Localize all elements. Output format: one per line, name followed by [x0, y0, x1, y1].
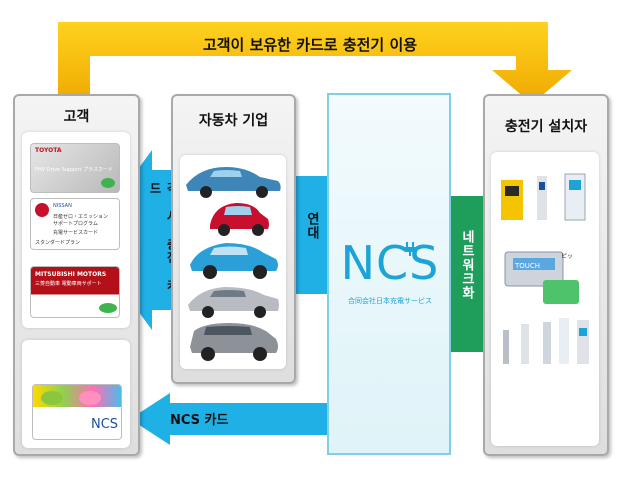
mitsubishi-card: MITSUBISHI MOTORS 三菱自動車 電動車両サポート 充電カード: [30, 266, 120, 318]
charger-row-3: [503, 318, 589, 364]
mitsubishi-card-logo: [99, 303, 117, 313]
nissan-line2: サポートプログラム: [53, 221, 98, 227]
nissan-brand: NISSAN: [53, 203, 72, 209]
car-lineup: [186, 167, 281, 361]
mitsubishi-brand: MITSUBISHI MOTORS: [35, 271, 107, 278]
ncs-card-arrow: [130, 393, 330, 445]
toyota-card: TOYOTA PHV Drive Support プラスカード: [30, 143, 120, 193]
touch-reader: [504, 251, 579, 304]
link-arrow: [296, 176, 330, 294]
ncs-center-box: [327, 93, 451, 455]
top-flow-arrow: [58, 22, 572, 104]
network-arrow: [450, 196, 484, 352]
pi-text: ピッ: [561, 253, 573, 260]
mitsubishi-line1: 三菱自動車 電動車両サポート: [35, 281, 102, 287]
car-prius: [186, 167, 281, 198]
mitsubishi-line2: 充電カード: [37, 298, 63, 304]
car-sedan-silver: [188, 287, 279, 318]
car-ev-red: [210, 203, 269, 236]
toyota-card-line: PHV Drive Support プラスカード: [35, 167, 113, 173]
ncs-logo: NCS: [340, 236, 440, 290]
ncs-card-bubble: [41, 391, 63, 405]
link-label: 연대: [304, 212, 319, 240]
ncs-card-bubble-2: [79, 391, 101, 405]
nissan-line4: スタンダードプラン: [35, 240, 81, 246]
toyota-card-logo: [101, 178, 115, 188]
ncs-card-label: NCS 카드: [170, 413, 229, 428]
automaker-title: 자동차 기업: [198, 113, 269, 129]
toyota-brand: TOYOTA: [35, 147, 62, 154]
charger-row-1: [501, 173, 586, 221]
each-card-arrow: [130, 150, 174, 330]
ncs-card-text: NCS: [91, 417, 119, 432]
nissan-line3: 充電サービスカード: [53, 230, 99, 236]
plug-icon: [404, 242, 416, 256]
charger-title: 충전기 설치자: [504, 119, 588, 135]
ncs-member-card: NCS: [32, 384, 122, 440]
customer-title: 고객: [63, 109, 90, 125]
top-flow-label: 고객이 보유한 카드로 충전기 이용: [202, 36, 418, 54]
ncs-subtitle: 合同会社日本充電サービス: [348, 297, 432, 305]
car-leaf: [190, 243, 278, 279]
charger-illustrations: TOUCH ピッ: [501, 173, 589, 364]
nissan-logo: [35, 203, 49, 217]
nissan-line1: 日産ゼロ・エミッション: [53, 214, 109, 220]
nissan-card: NISSAN 日産ゼロ・エミッション サポートプログラム 充電サービスカード ス…: [30, 198, 120, 250]
car-suv-gray: [190, 323, 278, 361]
touch-text: TOUCH: [514, 262, 540, 270]
network-label: 네트워크화: [459, 230, 474, 300]
